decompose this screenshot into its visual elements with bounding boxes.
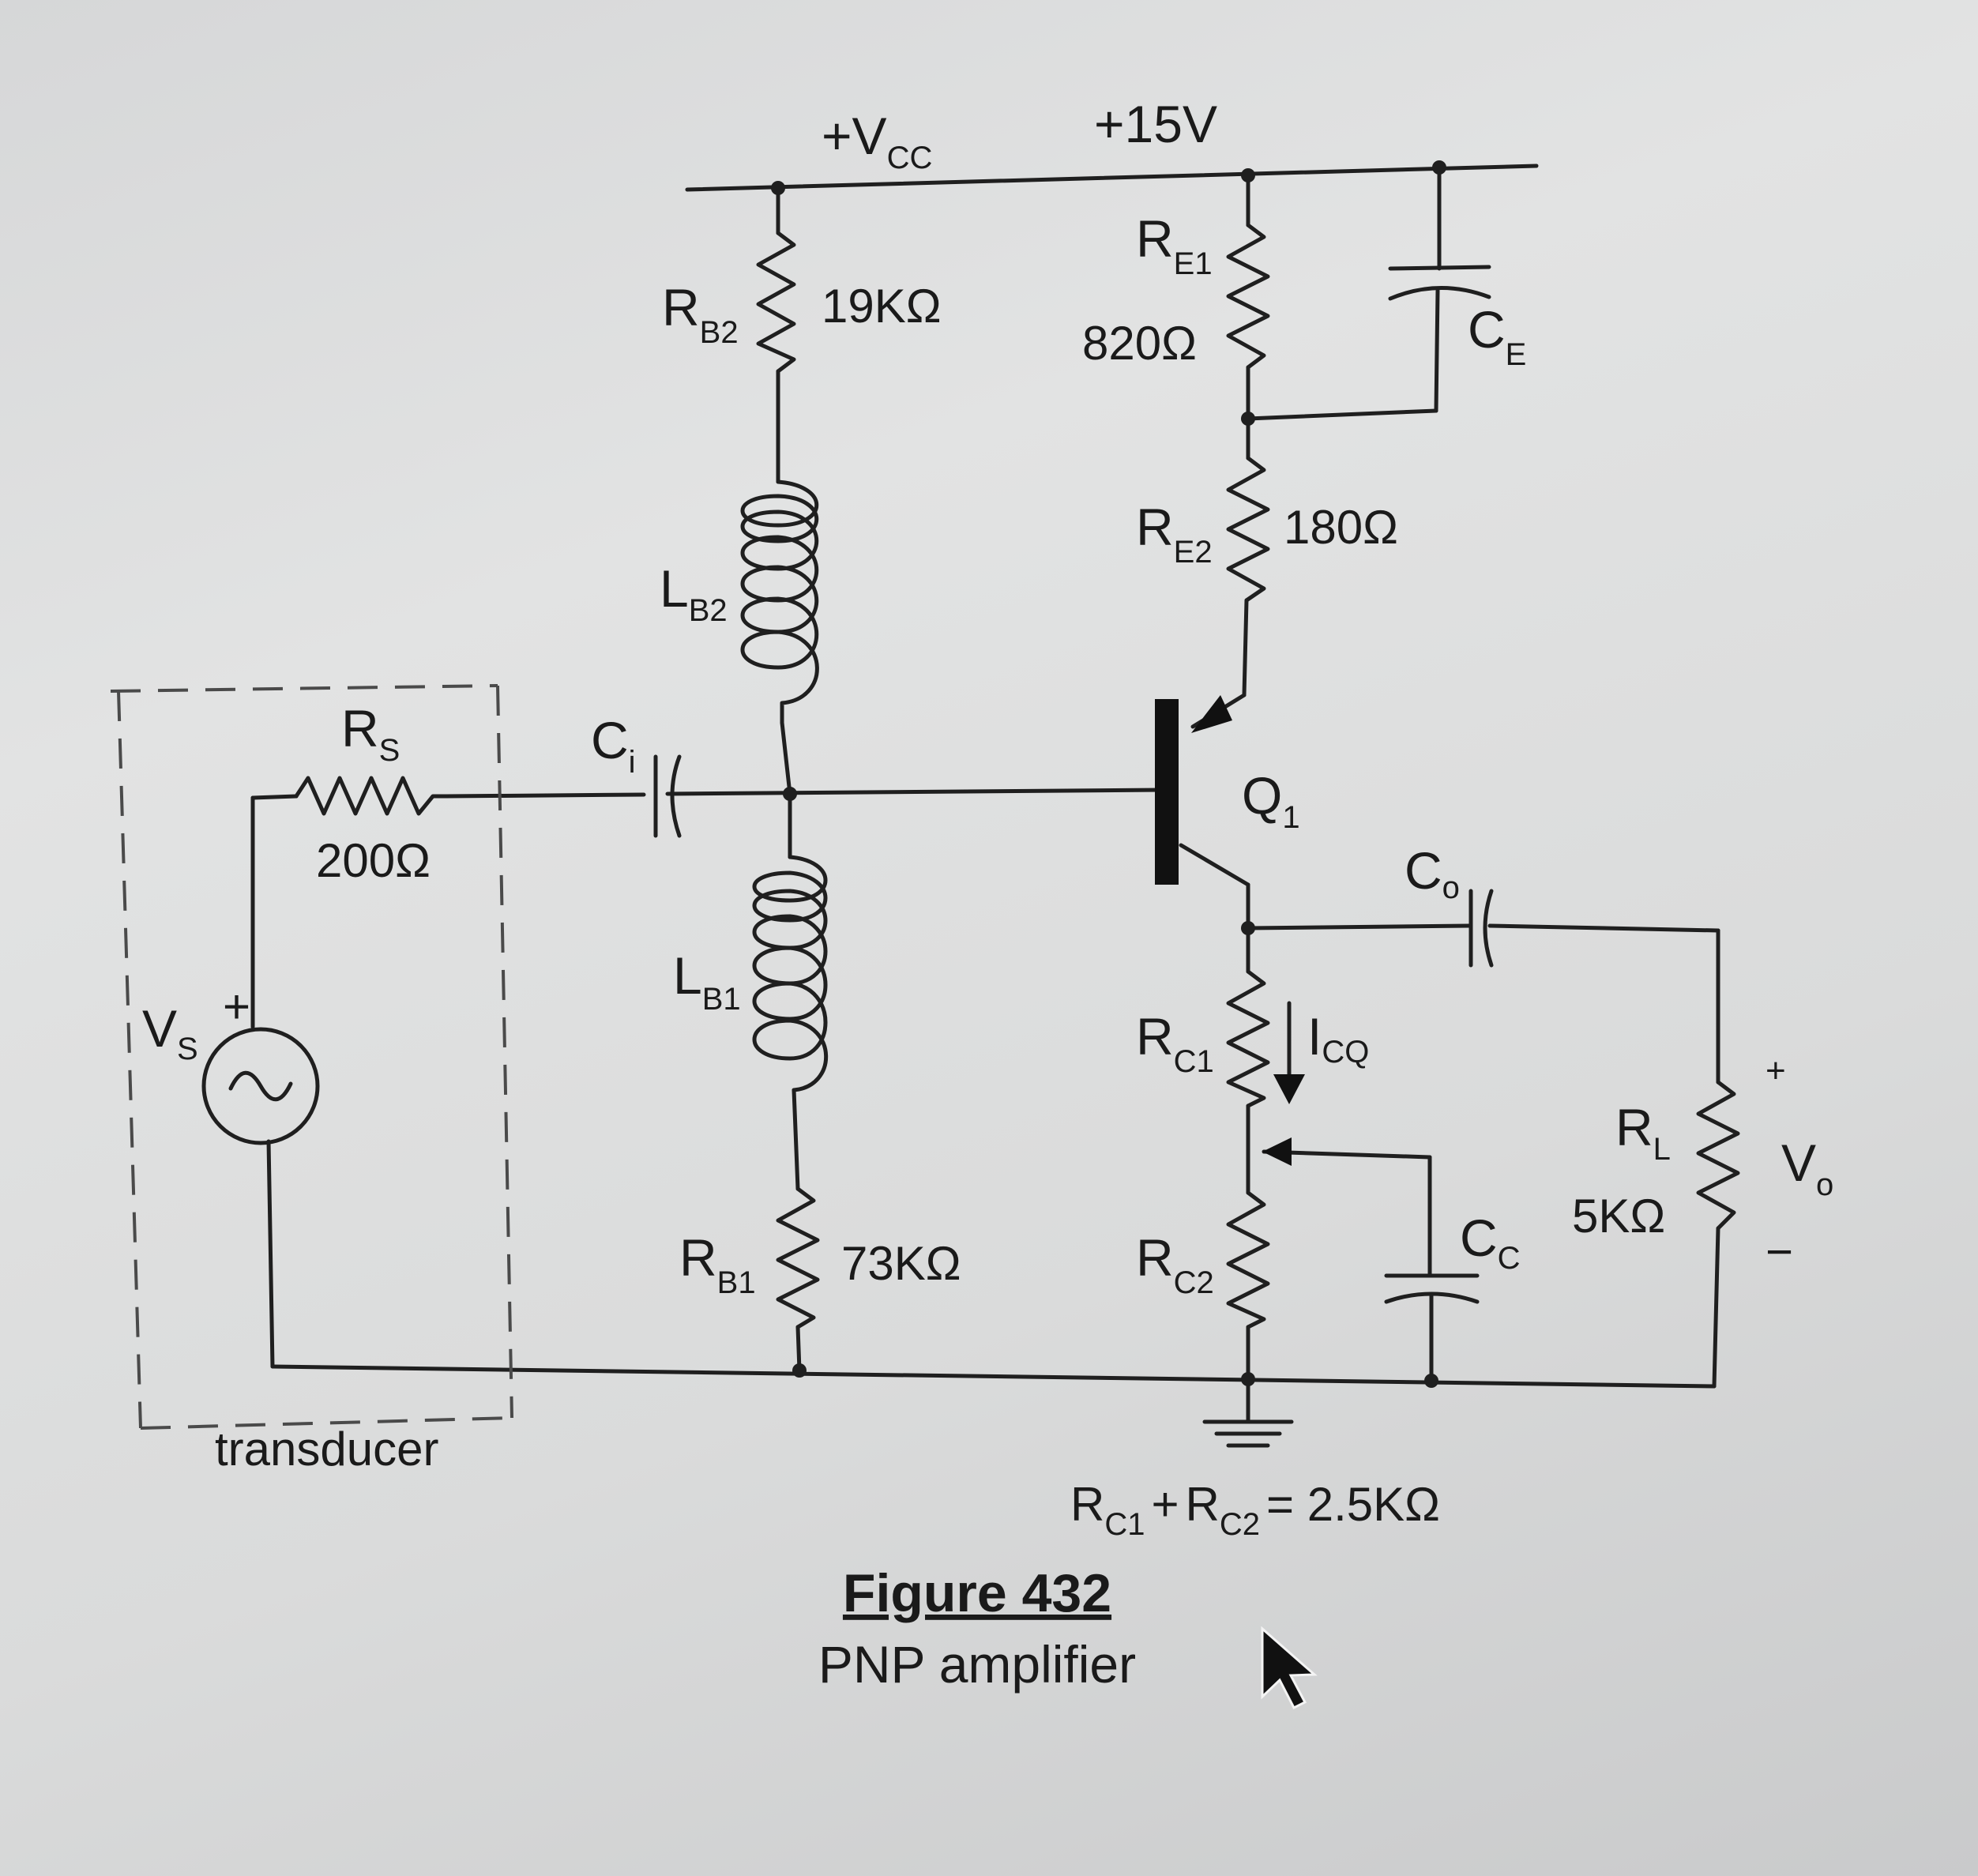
q1-label: Q1 (1242, 766, 1300, 835)
ci-label: Ci (591, 711, 636, 780)
lb2-coil (740, 479, 819, 725)
rc1-label: RC1 (1136, 1007, 1214, 1079)
rs-zigzag (294, 776, 449, 816)
capacitor-ce (1388, 265, 1491, 301)
resistors (294, 223, 1740, 1329)
mouse-cursor-icon (1261, 1626, 1318, 1710)
rc2-label: RC2 (1136, 1228, 1214, 1300)
junction-cc-ground (1424, 1374, 1438, 1388)
icq-label: ICQ (1307, 1007, 1369, 1070)
rb1-to-ground-rail (795, 1325, 802, 1373)
rb1-zigzag (776, 1186, 820, 1329)
rl-zigzag (1696, 1080, 1740, 1231)
ce-plate-bottom (1388, 286, 1491, 301)
vo-label: Vo (1781, 1133, 1833, 1202)
junction-vcc-ce (1432, 160, 1446, 175)
source-top-wire (250, 794, 299, 800)
q1-base-bar (1155, 699, 1179, 885)
icq-arrow (1273, 1001, 1305, 1104)
junction-vcc-rb2 (771, 181, 785, 195)
transducer-left-edge (117, 690, 142, 1429)
rl-value: 5KΩ (1572, 1190, 1665, 1243)
capacitor-cc (1384, 1273, 1480, 1304)
junction-rb1-ground (792, 1363, 807, 1378)
transducer-bottom-edge (140, 1416, 513, 1430)
rl-bottom-lead (1712, 1226, 1720, 1389)
re2-label: RE2 (1136, 498, 1213, 570)
ci-to-base-wire (665, 788, 1164, 796)
labels: +VCC +15V RB2 19KΩ RE1 820Ω CE RE2 180Ω … (142, 95, 1833, 1694)
vs-label: VS (142, 999, 198, 1066)
rb1-label: RB1 (679, 1228, 756, 1300)
re1-zigzag (1226, 223, 1270, 370)
co-left-wire (1246, 923, 1472, 930)
transducer-top-edge (110, 684, 498, 693)
rc1-zigzag (1226, 969, 1270, 1108)
rc2-zigzag (1226, 1190, 1270, 1329)
junctions (771, 160, 1446, 1388)
junction-collector (1241, 921, 1255, 935)
tap-arrow-head (1262, 1137, 1292, 1166)
rs-label: RS (341, 699, 400, 768)
lb2-to-base-node (780, 720, 792, 796)
ce-node-wire (1246, 408, 1438, 421)
re2-zigzag (1226, 456, 1270, 603)
junction-base (783, 787, 797, 801)
lb1-label: LB1 (673, 946, 741, 1017)
capacitor-co (1468, 889, 1494, 968)
ci-plate-right (670, 754, 682, 838)
lb1-coil (752, 855, 829, 1092)
source-bottom-wire (266, 1139, 275, 1369)
vs-plus-sign: + (223, 980, 250, 1033)
ac-source-vs (201, 1027, 320, 1145)
co-label: Co (1405, 841, 1460, 905)
transducer-box (110, 684, 513, 1430)
rb1-value: 73KΩ (841, 1237, 961, 1290)
q1-emitter-arrow (1191, 695, 1232, 733)
transistor-q1 (1155, 695, 1232, 885)
figure-title: Figure 432 (843, 1563, 1111, 1623)
re1-value: 820Ω (1082, 317, 1197, 370)
supply-rail (685, 164, 1539, 192)
rs-value: 200Ω (316, 834, 431, 887)
junction-re-node (1241, 412, 1255, 426)
re2-to-emitter (1242, 598, 1249, 697)
re1-label: RE1 (1136, 209, 1213, 281)
vo-minus-sign: − (1766, 1225, 1793, 1278)
transducer-right-edge (496, 685, 513, 1419)
vcc-label: +VCC (822, 107, 932, 175)
collector-diagonal (1179, 843, 1250, 887)
vo-plus-sign: + (1766, 1051, 1786, 1090)
ground-icon (1202, 1419, 1294, 1448)
inductor-lb1 (752, 855, 829, 1092)
ground-rail (270, 1364, 1717, 1389)
co-right-wire (1487, 923, 1720, 933)
ce-plate-top (1388, 265, 1491, 271)
lb1-to-rb1 (792, 1088, 800, 1191)
cc-plate-bottom (1384, 1291, 1480, 1304)
re2-value: 180Ω (1284, 501, 1398, 554)
supply-voltage-label: +15V (1094, 95, 1217, 153)
rb2-value: 19KΩ (822, 280, 942, 333)
ce-bottom-lead (1434, 288, 1440, 413)
vs-circle (201, 1027, 320, 1145)
co-plate-right (1483, 889, 1494, 968)
inductor-lb2 (740, 479, 819, 725)
rs-to-ci-wire (444, 792, 646, 799)
ce-label: CE (1468, 300, 1526, 372)
sine-icon (228, 1070, 293, 1102)
rl-label: RL (1615, 1098, 1671, 1167)
rb2-label: RB2 (662, 278, 739, 350)
icq-arrow-head (1273, 1074, 1305, 1104)
rb2-zigzag (756, 231, 796, 374)
cc-label: CC (1460, 1209, 1521, 1276)
junction-ground (1241, 1372, 1255, 1386)
resistance-equation: RC1+RC2= 2.5KΩ (1070, 1478, 1440, 1542)
capacitor-ci (653, 754, 682, 838)
junction-vcc-re1 (1241, 168, 1255, 182)
lb2-label: LB2 (660, 559, 728, 628)
figure-subtitle: PNP amplifier (818, 1635, 1136, 1694)
transducer-label: transducer (215, 1423, 438, 1476)
